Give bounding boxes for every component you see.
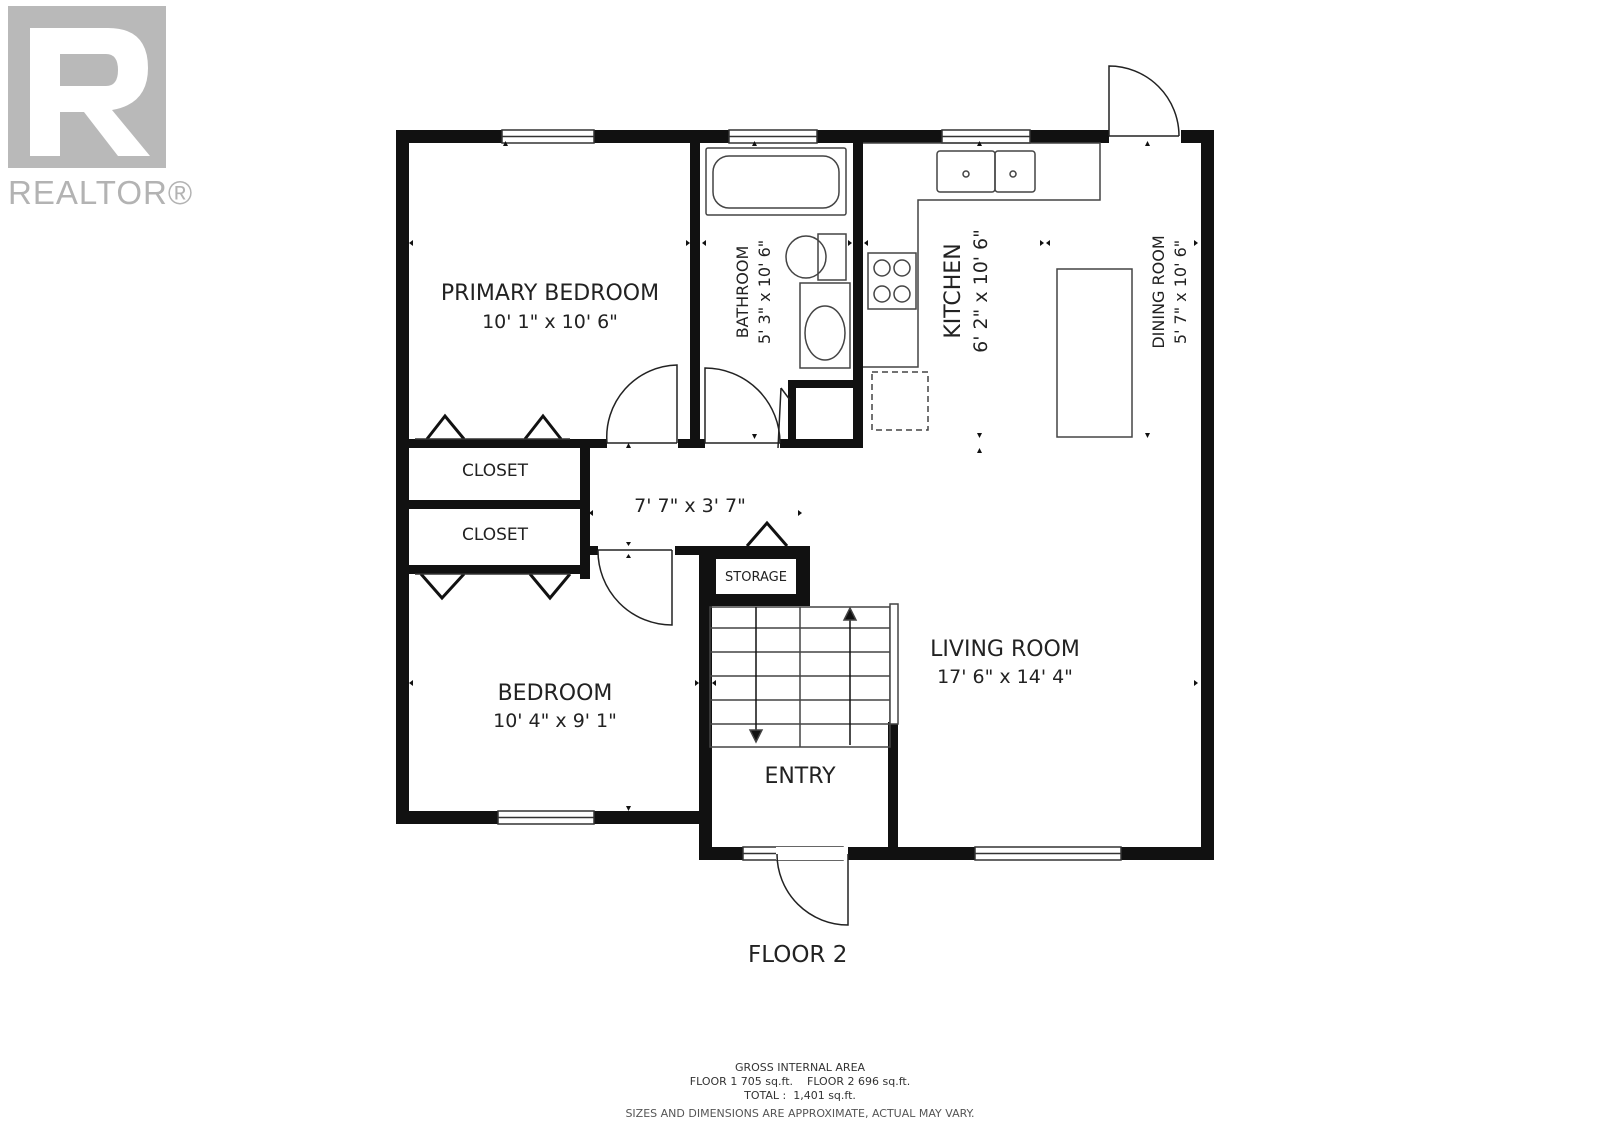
storage-box bbox=[708, 551, 804, 602]
area-summary: GROSS INTERNAL AREA FLOOR 1 705 sq.ft. F… bbox=[600, 1061, 1000, 1121]
floor-label: FLOOR 2 bbox=[748, 942, 848, 968]
realtor-r-mark bbox=[8, 6, 166, 168]
area-floors: FLOOR 1 705 sq.ft. FLOOR 2 696 sq.ft. bbox=[689, 1075, 911, 1088]
doors bbox=[597, 65, 1181, 926]
stove bbox=[867, 252, 917, 310]
dimension-markers bbox=[409, 141, 1198, 811]
bathtub-basin bbox=[712, 155, 840, 209]
bathroom-fixtures bbox=[705, 147, 851, 369]
toilet-bowl bbox=[785, 235, 827, 279]
bathtub bbox=[705, 147, 847, 216]
kitchen-label: KITCHEN bbox=[941, 243, 966, 338]
kitchen-fixtures bbox=[863, 142, 1133, 438]
storage-label: STORAGE bbox=[725, 570, 787, 585]
windows bbox=[497, 129, 1122, 861]
closet-bifold-doors bbox=[419, 413, 789, 601]
vanity bbox=[799, 282, 851, 369]
closet-door-tracks bbox=[415, 438, 570, 575]
realtor-logo: REALTOR® bbox=[8, 6, 192, 212]
dining-room-dims: 5' 7" x 10' 6" bbox=[1171, 240, 1190, 344]
bathroom-label: BATHROOM bbox=[733, 246, 752, 339]
entry-label: ENTRY bbox=[764, 764, 836, 789]
realtor-logo-text: REALTOR® bbox=[8, 174, 194, 211]
living-room-label: LIVING ROOM bbox=[930, 637, 1080, 662]
kitchen-dims: 6' 2" x 10' 6" bbox=[970, 229, 992, 353]
exterior-walls bbox=[396, 130, 1214, 860]
hall-dims: 7' 7" x 3' 7" bbox=[634, 495, 746, 517]
fridge-space bbox=[871, 371, 929, 431]
stairs bbox=[709, 603, 899, 748]
area-total: TOTAL : 1,401 sq.ft. bbox=[744, 1089, 856, 1102]
living-room-dims: 17' 6" x 14' 4" bbox=[937, 666, 1073, 688]
primary-bedroom-label: PRIMARY BEDROOM bbox=[441, 281, 659, 306]
bathroom-dims: 5' 3" x 10' 6" bbox=[755, 240, 774, 344]
closet-label-bottom: CLOSET bbox=[462, 525, 529, 545]
sink-right bbox=[994, 150, 1036, 193]
dining-room-label: DINING ROOM bbox=[1149, 235, 1168, 348]
primary-bedroom-dims: 10' 1" x 10' 6" bbox=[482, 311, 618, 333]
area-heading: GROSS INTERNAL AREA bbox=[734, 1061, 866, 1074]
toilet-tank bbox=[817, 233, 847, 281]
area-note: SIZES AND DIMENSIONS ARE APPROXIMATE, AC… bbox=[625, 1107, 975, 1120]
bedroom-dims: 10' 4" x 9' 1" bbox=[493, 710, 617, 732]
kitchen-island bbox=[1056, 268, 1133, 438]
vanity-sink bbox=[804, 305, 846, 361]
bedroom-label: BEDROOM bbox=[498, 681, 613, 706]
closet-label-top: CLOSET bbox=[462, 461, 529, 481]
